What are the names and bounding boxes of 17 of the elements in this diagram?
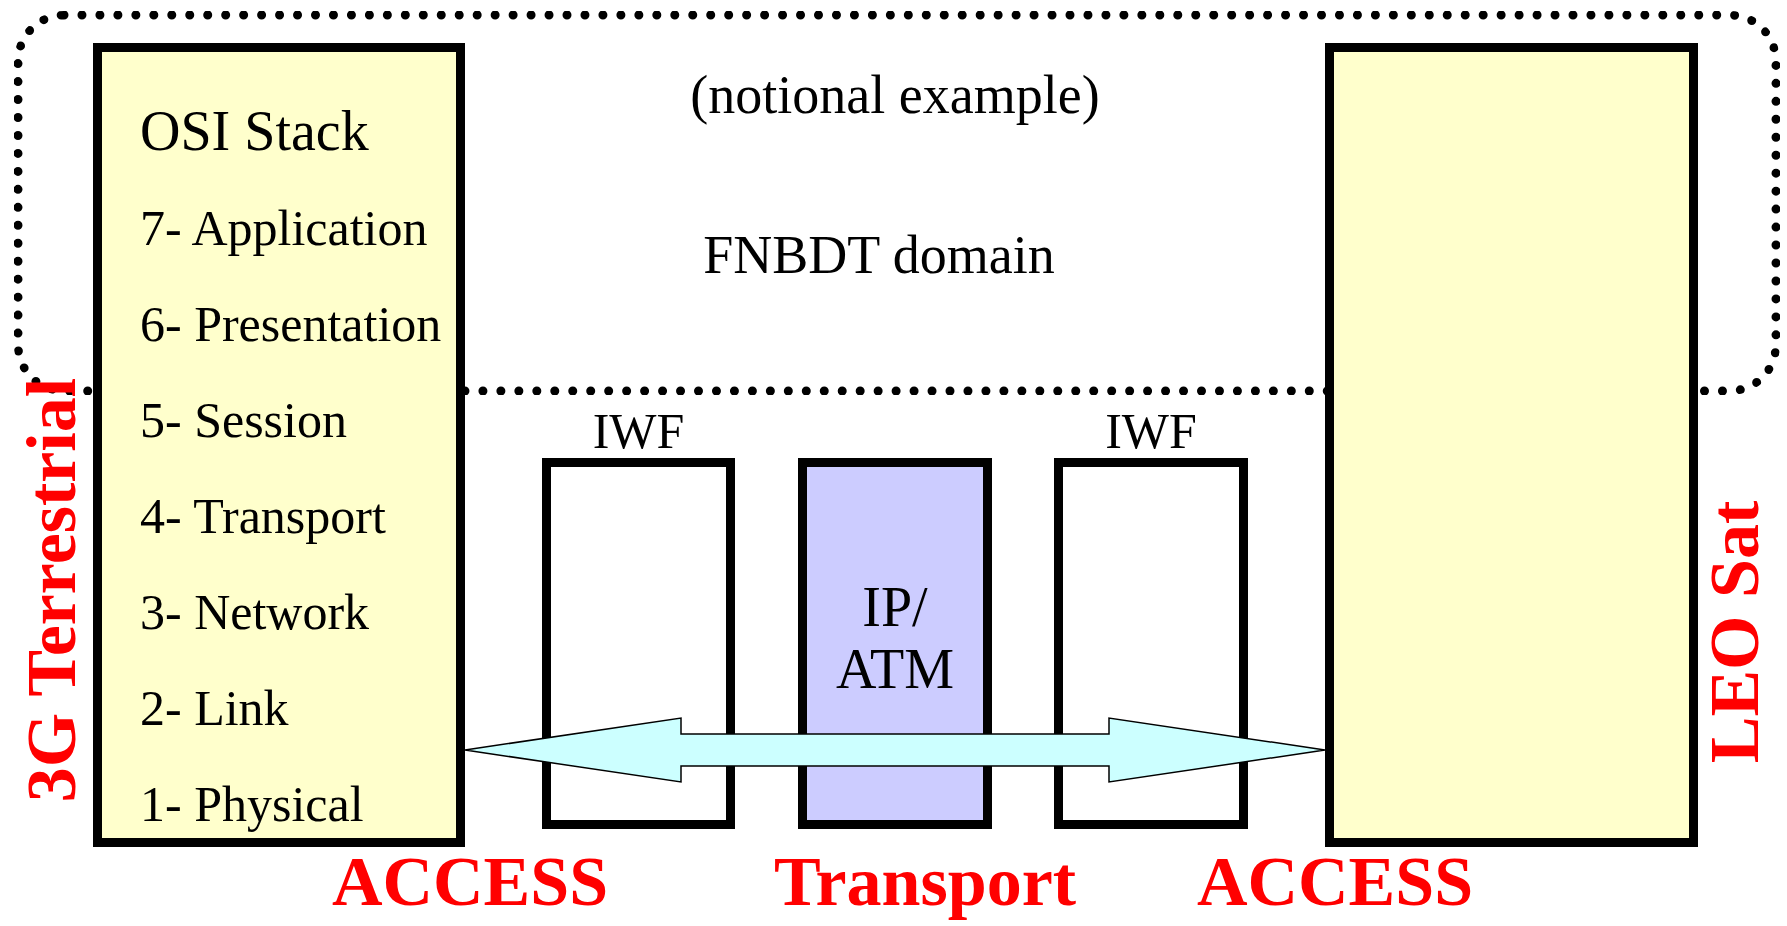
access-box: [1325, 43, 1698, 847]
layer-label: 6- Presentation: [140, 299, 442, 349]
stack-box: [93, 43, 465, 847]
box-label: IP/ ATM: [834, 577, 956, 701]
section-label: ACCESS: [331, 847, 609, 917]
layer-label: 2- Link: [140, 683, 289, 733]
side-label: LEO Sat: [1700, 500, 1770, 764]
section-label: ACCESS: [1196, 847, 1474, 917]
region-title: FNBDT domain: [703, 228, 1055, 282]
network-box: [798, 458, 992, 829]
layer-label: 5- Session: [140, 395, 347, 445]
side-label: 3G Terrestrial: [17, 377, 87, 803]
box-heading: IWF: [1105, 406, 1197, 456]
double-arrow: [464, 717, 1326, 783]
box-heading: IWF: [592, 406, 685, 456]
stack-heading: OSI Stack: [140, 103, 369, 159]
layer-label: 3- Network: [140, 587, 370, 637]
